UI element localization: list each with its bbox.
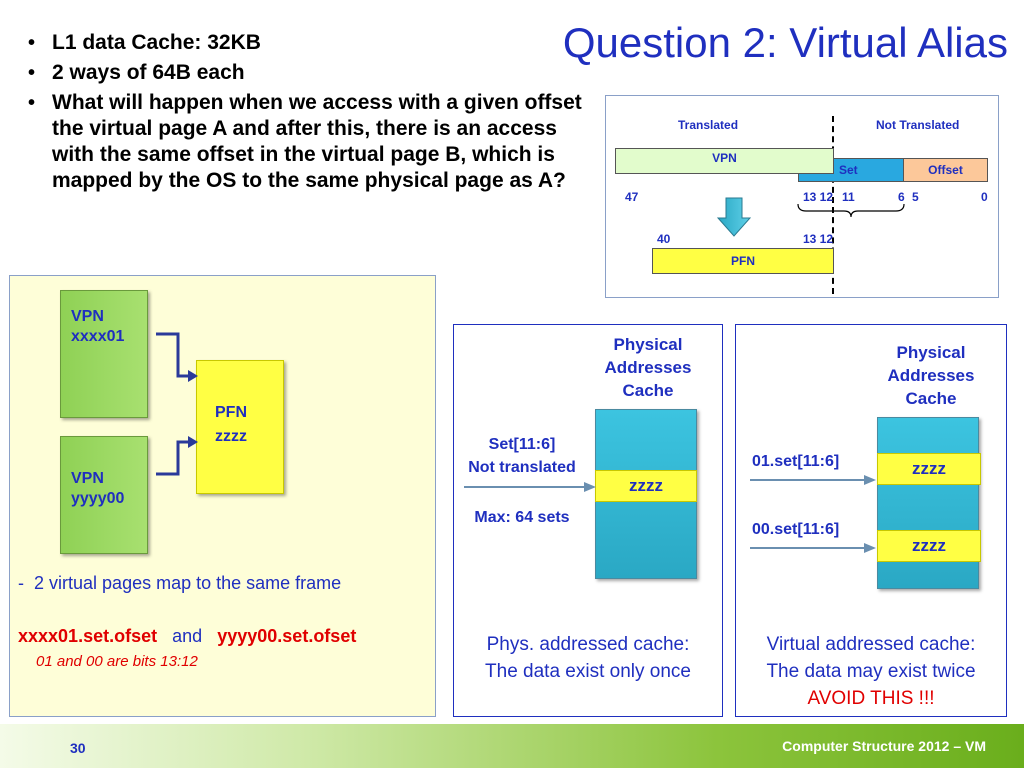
bullet-text: 2 ways of 64B each [52,61,245,84]
alias-addresses: xxxx01.set.ofset and yyyy00.set.ofset [18,626,356,647]
offset-field: Offset [903,158,988,182]
bullet-cache-size: • L1 data Cache: 32KB [22,30,602,56]
translation-divider [832,116,834,294]
bullet-dot-icon: • [28,62,36,84]
bullet-text: L1 data Cache: 32KB [52,31,261,54]
slide-footer: 30 Computer Structure 2012 – VM [0,724,1024,768]
virtual-cache-line-b: zzzz [877,530,981,562]
virtual-cache-line-a: zzzz [877,453,981,485]
pfn-box: PFN zzzz [196,360,284,494]
note-dash: - [18,573,24,593]
physical-cache-panel: Physical Addresses Cache zzzz Set[11:6] … [453,324,723,717]
set-a-arrow-icon [750,475,876,485]
mapping-arrows-icon [156,332,198,476]
avoid-warning: AVOID THIS !!! [807,688,935,709]
vpn-box-b: VPN yyyy00 [60,436,148,554]
physical-cache-line: zzzz [595,470,697,502]
set-b-arrow-icon [750,543,876,553]
caption-line-1: Phys. addressed cache: [486,634,690,655]
page-number: 30 [70,740,86,756]
bits-note: 01 and 00 are bits 13:12 [36,653,198,670]
bullet-question: • What will happen when we access with a… [22,90,582,194]
slide-title: Question 2: Virtual Alias [562,19,1008,66]
note-text: 2 virtual pages map to the same frame [34,573,342,593]
not-translated-label: Not Translated [876,118,960,132]
vpn-a-value: xxxx01 [71,328,125,345]
bit-5: 5 [912,190,919,204]
bullet-text: What will happen when we access with a g… [52,91,582,192]
set-a-label: 01.set[11:6] [752,453,840,470]
not-translated-text: Not translated [468,459,576,476]
vpn-box-a: VPN xxxx01 [60,290,148,418]
and-word: and [172,626,203,646]
set-bits-text: Set[11:6] [488,436,556,453]
virtual-cache-column [877,417,979,589]
bit-11: 11 [842,190,855,204]
set-arrow-icon [464,482,596,492]
address-breakdown-diagram: Translated Not Translated Set Offset VPN… [605,95,999,298]
caption-line-2: The data may exist twice [766,661,976,682]
bullet-dot-icon: • [28,92,36,114]
caption-line-1: Virtual addressed cache: [766,634,976,655]
translation-arrow-icon [716,197,752,237]
set-b-label: 00.set[11:6] [752,521,840,538]
vpn-field: VPN [615,148,834,174]
bullet-list: • L1 data Cache: 32KB • 2 ways of 64B ea… [22,30,602,198]
same-frame-note: - 2 virtual pages map to the same frame [18,573,341,594]
alias-addr-a: xxxx01.set.ofset [18,626,158,646]
bit-40: 40 [657,232,671,246]
pfn-label: PFN [215,404,247,421]
vpn-b-value: yyyy00 [71,490,125,507]
virtual-cache-title: Physical Addresses Cache [887,343,975,408]
physical-cache-title: Physical Addresses Cache [604,335,692,400]
bit-13-12-pfn: 13 12 [803,232,834,246]
bit-47: 47 [625,190,639,204]
translated-label: Translated [678,118,739,132]
vpn-b-label: VPN [71,470,104,487]
bullet-ways: • 2 ways of 64B each [22,60,602,86]
page-mapping-panel: VPN xxxx01 VPN yyyy00 PFN zzzz - 2 virtu… [9,275,436,717]
course-label: Computer Structure 2012 – VM [782,738,986,754]
alias-addr-b: yyyy00.set.ofset [217,626,357,646]
physical-cache-caption: Phys. addressed cache: The data exist on… [454,631,722,685]
set-brace-icon [797,203,905,218]
bit-6: 6 [898,190,905,204]
bit-13-12: 13 12 [803,190,834,204]
bullet-dot-icon: • [28,32,36,54]
set-index-label: Set[11:6] Not translated [454,433,590,479]
max-sets-label: Max: 64 sets [474,509,570,526]
bit-0: 0 [981,190,988,204]
caption-line-2: The data exist only once [485,661,691,682]
virtual-cache-panel: Physical Addresses Cache zzzz zzzz 01.se… [735,324,1007,717]
set-label: Set [839,163,858,177]
vpn-a-label: VPN [71,308,104,325]
pfn-field: PFN [652,248,834,274]
pfn-value: zzzz [215,428,247,445]
virtual-cache-caption: Virtual addressed cache: The data may ex… [736,631,1006,712]
